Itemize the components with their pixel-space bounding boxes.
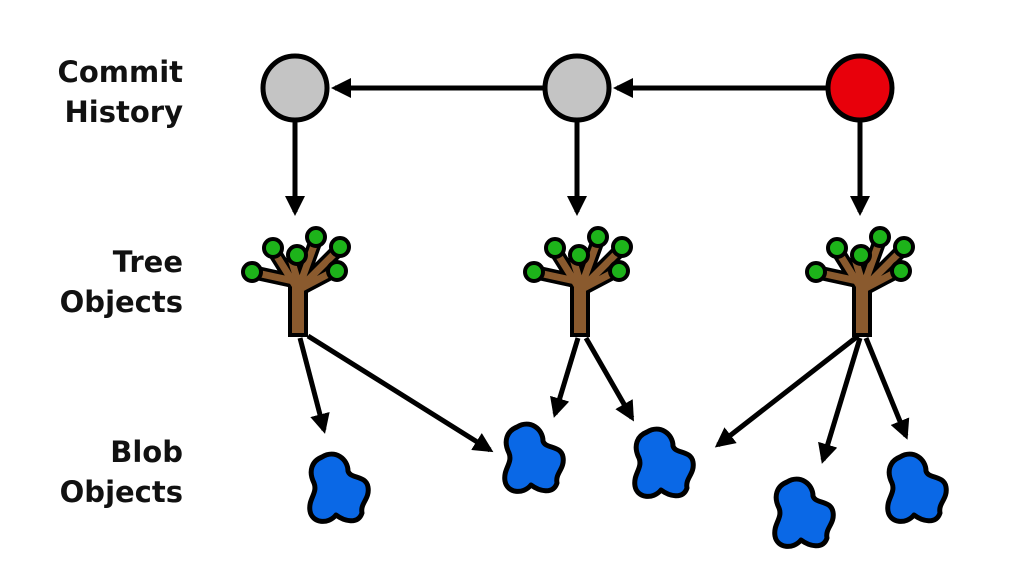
blob-icon: [635, 429, 694, 496]
tree-blob-arrow: [863, 337, 910, 440]
tree-blob-arrow: [297, 337, 330, 434]
commit-node-1: [260, 53, 330, 123]
tree-icon: [243, 228, 349, 335]
blob-icon: [775, 479, 834, 546]
label-blob-line2: Objects: [60, 475, 183, 509]
label-tree-line1: Tree: [113, 245, 183, 279]
tree-icon: [807, 228, 913, 335]
row-labels: Commit History Tree Objects Blob Objects: [58, 55, 184, 509]
commit-node-2: [542, 53, 612, 123]
blob-icon: [505, 424, 564, 491]
label-blob-line1: Blob: [110, 435, 183, 469]
blob-icon: [888, 454, 947, 521]
blob-icon: [310, 454, 369, 521]
arrows: [285, 78, 910, 464]
tree-blob-arrow: [583, 336, 635, 422]
tree-icon: [525, 228, 631, 335]
label-commit-line1: Commit: [58, 55, 184, 89]
tree-blob-arrow: [550, 337, 581, 418]
commit-node-head: [825, 53, 895, 123]
tree-blob-arrow: [714, 334, 860, 448]
tree-blob-arrow: [306, 333, 494, 453]
label-tree-line2: Objects: [60, 285, 183, 319]
label-commit-line2: History: [65, 95, 184, 129]
tree-blob-arrow: [818, 337, 863, 464]
